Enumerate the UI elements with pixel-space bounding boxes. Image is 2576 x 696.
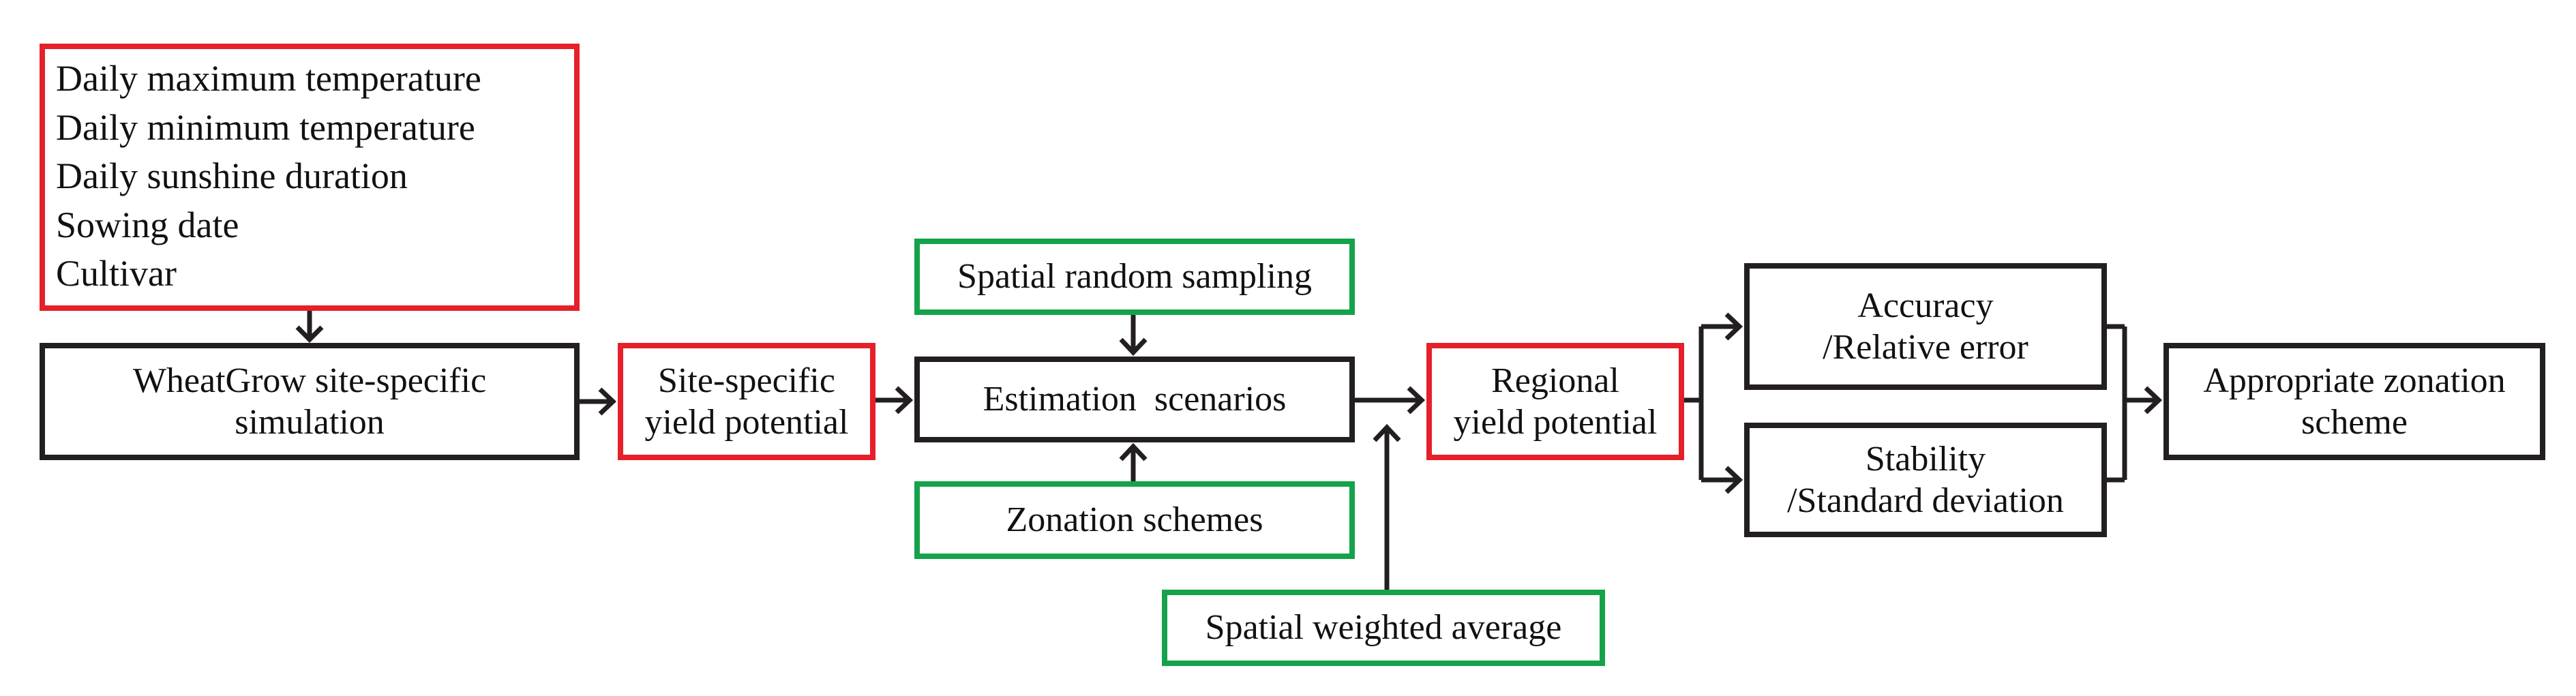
box-label-line: yield potential [644,403,849,442]
input-item: Daily minimum temperature [56,106,475,148]
input-item: Cultivar [56,253,177,294]
arrowhead-merge-to-appropriate [2144,386,2163,414]
estimation-scenarios-box: Estimation scenarios [914,357,1355,442]
box-label-line: simulation [235,403,385,442]
input-item: Daily sunshine duration [56,155,408,197]
input-item: Daily maximum temperature [56,58,481,100]
arrowhead-to-accuracy [1724,312,1743,341]
input-variables-box: Daily maximum temperature Daily minimum … [40,44,580,311]
arrowhead-site-to-estimation [895,386,914,414]
stability-box: Stability /Standard deviation [1744,423,2107,537]
arrowhead-sampling-to-estimation [1119,337,1148,357]
box-label-line: Regional [1491,361,1619,400]
box-label: Spatial random sampling [957,257,1312,297]
box-label-line: yield potential [1453,403,1658,442]
spatial-weighted-average-box: Spatial weighted average [1162,590,1605,666]
input-item: Sowing date [56,204,239,245]
arrowhead-estimation-to-regional [1407,386,1426,414]
wheatgrow-simulation-box: WheatGrow site-specific simulation [40,343,580,460]
box-label-line: Stability [1865,439,1986,479]
spatial-random-sampling-box: Spatial random sampling [914,239,1355,315]
arrowhead-weighted-to-regional-path [1373,423,1401,442]
box-label-line: WheatGrow site-specific [132,361,487,400]
box-label-line: Site-specific [658,361,835,400]
box-label-line: Accuracy [1857,286,1994,325]
arrowhead-to-stability [1724,466,1743,494]
box-label-line: /Relative error [1823,328,2028,367]
arrowhead-inputs-to-simulation [295,325,324,343]
box-label-line: /Standard deviation [1787,481,2064,520]
box-label-line: scheme [2301,403,2408,442]
zonation-schemes-box: Zonation schemes [914,481,1355,559]
regional-yield-potential-box: Regional yield potential [1426,343,1684,460]
arrowhead-zonation-to-estimation [1119,442,1148,462]
box-label: Zonation schemes [1006,500,1263,540]
box-label: Estimation scenarios [983,380,1287,419]
box-label: Spatial weighted average [1205,608,1562,648]
site-yield-potential-box: Site-specific yield potential [618,343,875,460]
arrowhead-simulation-to-site [598,387,617,416]
box-label-line: Appropriate zonation [2203,361,2506,400]
appropriate-zonation-scheme-box: Appropriate zonation scheme [2163,343,2545,460]
accuracy-box: Accuracy /Relative error [1744,263,2107,390]
